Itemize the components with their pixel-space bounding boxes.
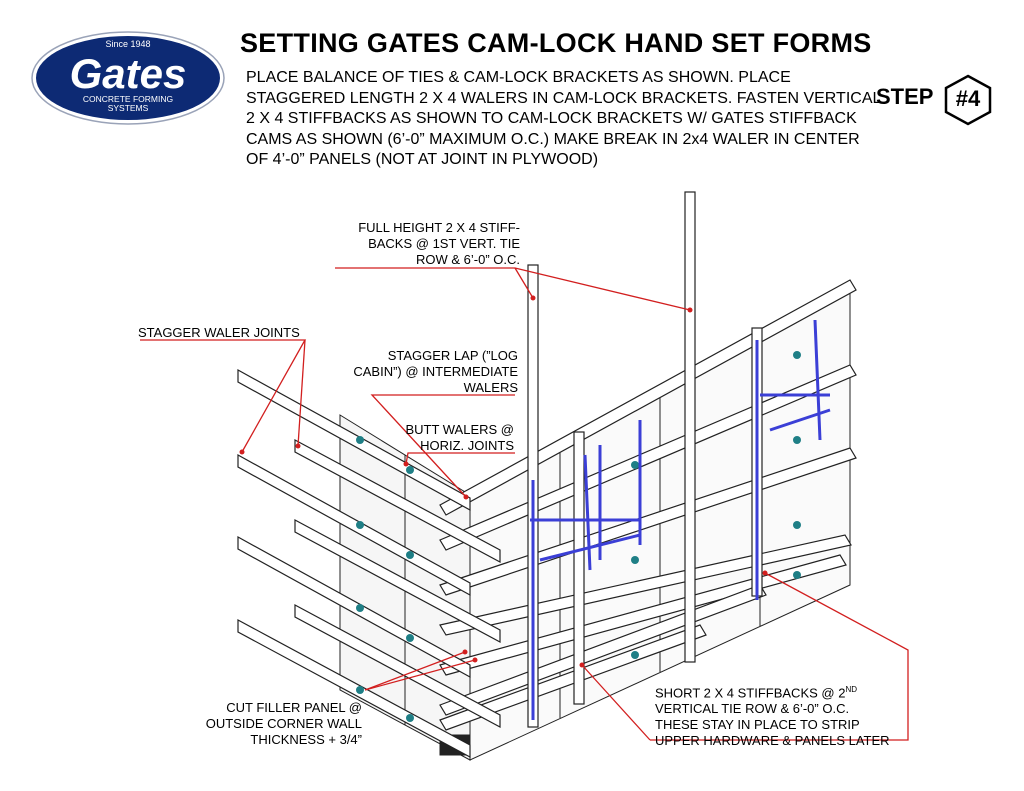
callout-line: THICKNESS + 3/4” — [250, 732, 362, 747]
callout-line: UPPER HARDWARE & PANELS LATER — [655, 733, 890, 749]
callout-stagger-lap: STAGGER LAP (”LOG CABIN”) @ INTERMEDIATE… — [340, 348, 518, 396]
callout-line: FULL HEIGHT 2 X 4 STIFF- — [358, 220, 520, 235]
step-label: STEP — [876, 84, 934, 109]
instructions-text: PLACE BALANCE OF TIES & CAM-LOCK BRACKET… — [246, 69, 881, 168]
logo-since: Since 1948 — [105, 39, 150, 49]
callout-cut-filler: CUT FILLER PANEL @ OUTSIDE CORNER WALL T… — [192, 700, 362, 748]
callout-line: VERTICAL TIE ROW & 6’-0” O.C. — [655, 701, 850, 717]
callout-line: BUTT WALERS @ — [405, 422, 514, 437]
callout-line: ROW & 6’-0” O.C. — [415, 252, 520, 267]
left-walers — [237, 368, 501, 759]
callout-line: OUTSIDE CORNER WALL — [205, 716, 362, 731]
callout-line: STAGGER LAP (”LOG — [387, 348, 518, 363]
leader-lines — [140, 267, 909, 741]
step-hexagon-icon — [944, 74, 992, 126]
stiffback-full-2 — [684, 191, 696, 663]
callout-line: STAGGER WALER JOINTS — [138, 325, 300, 340]
callout-line: WALERS — [463, 380, 518, 395]
callout-short-stiffbacks: SHORT 2 X 4 STIFFBACKS @ 2ND VERTICAL TI… — [655, 682, 915, 749]
step-number: #4 — [955, 86, 981, 111]
callout-butt-walers: BUTT WALERS @ HORIZ. JOINTS — [380, 422, 514, 454]
callout-line: THESE STAY IN PLACE TO STRIP — [655, 717, 860, 733]
callout-stagger-joints: STAGGER WALER JOINTS — [138, 325, 338, 341]
page-title: SETTING GATES CAM-LOCK HAND SET FORMS — [240, 28, 872, 58]
callout-line: CABIN”) @ INTERMEDIATE — [353, 364, 518, 379]
logo-tagline-2: SYSTEMS — [108, 103, 149, 113]
superscript-nd: ND — [845, 685, 857, 694]
logo-brand: Gates — [70, 50, 187, 97]
callout-line: CUT FILLER PANEL @ — [226, 700, 362, 715]
gates-logo: Since 1948 Gates CONCRETE FORMING SYSTEM… — [31, 31, 225, 125]
cam-lock-brackets — [530, 319, 831, 720]
leader-arrowheads — [239, 295, 768, 668]
callout-line: HORIZ. JOINTS — [420, 438, 514, 453]
callout-line: SHORT 2 X 4 STIFFBACKS @ 2ND — [655, 685, 857, 701]
logo-tagline-1: CONCRETE FORMING — [83, 94, 173, 104]
stiffback-short-1 — [573, 431, 585, 705]
callout-line: BACKS @ 1ST VERT. TIE — [368, 236, 520, 251]
callout-full-height: FULL HEIGHT 2 X 4 STIFF- BACKS @ 1ST VER… — [330, 220, 520, 268]
